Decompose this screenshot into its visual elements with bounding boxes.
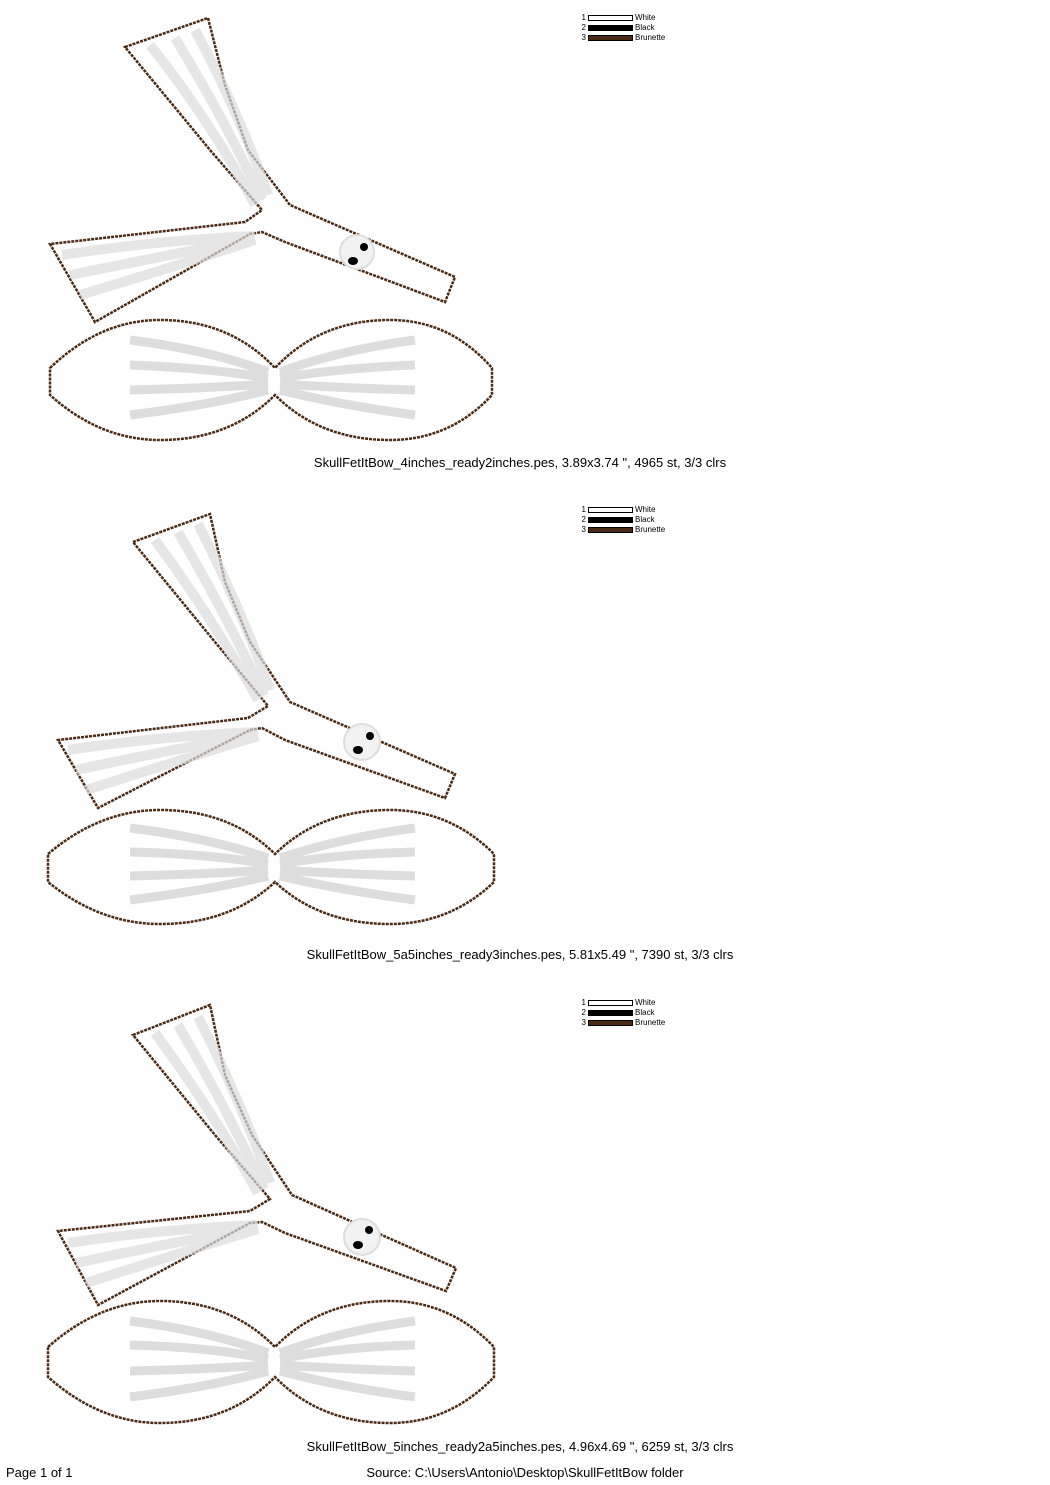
page-number: Page 1 of 1 bbox=[6, 1465, 73, 1480]
color-swatch-black bbox=[588, 1010, 633, 1016]
color-swatch-white bbox=[588, 1000, 633, 1006]
skull-icon bbox=[339, 234, 375, 270]
design-caption: SkullFetItBow_5a5inches_ready3inches.pes… bbox=[306, 947, 734, 962]
skull-icon bbox=[343, 1218, 381, 1256]
bow-stripes bbox=[129, 823, 416, 905]
tails-piece bbox=[47, 16, 494, 442]
tail-stripes-lower bbox=[67, 1220, 260, 1288]
color-swatch-black bbox=[588, 25, 633, 31]
tail-stripes-upper bbox=[150, 1014, 275, 1196]
color-swatch-brunette bbox=[588, 527, 633, 533]
tails-piece bbox=[46, 1003, 496, 1425]
color-swatch-brunette bbox=[588, 1020, 633, 1026]
tails-piece bbox=[46, 512, 496, 926]
design-caption: SkullFetItBow_5inches_ready2a5inches.pes… bbox=[306, 1439, 734, 1454]
source-path: Source: C:\Users\Antonio\Desktop\SkullFe… bbox=[366, 1465, 684, 1480]
bow-stripes bbox=[129, 1316, 416, 1402]
bow-loops-outline bbox=[48, 318, 494, 442]
color-swatch-white bbox=[588, 507, 633, 513]
skull-icon bbox=[343, 723, 381, 761]
bow-stripes bbox=[129, 335, 416, 420]
color-swatch-black bbox=[588, 517, 633, 523]
color-swatch-white bbox=[588, 15, 633, 21]
color-swatch-brunette bbox=[588, 35, 633, 41]
tail-stripes-upper bbox=[150, 521, 275, 703]
tail-stripes-lower bbox=[61, 231, 257, 300]
bow-loops-outline bbox=[46, 1299, 496, 1425]
bow-loops-outline bbox=[46, 808, 496, 926]
tail-stripes-upper bbox=[146, 27, 273, 208]
design-caption: SkullFetItBow_4inches_ready2inches.pes, … bbox=[313, 455, 727, 470]
tail-stripes-lower bbox=[67, 727, 260, 795]
